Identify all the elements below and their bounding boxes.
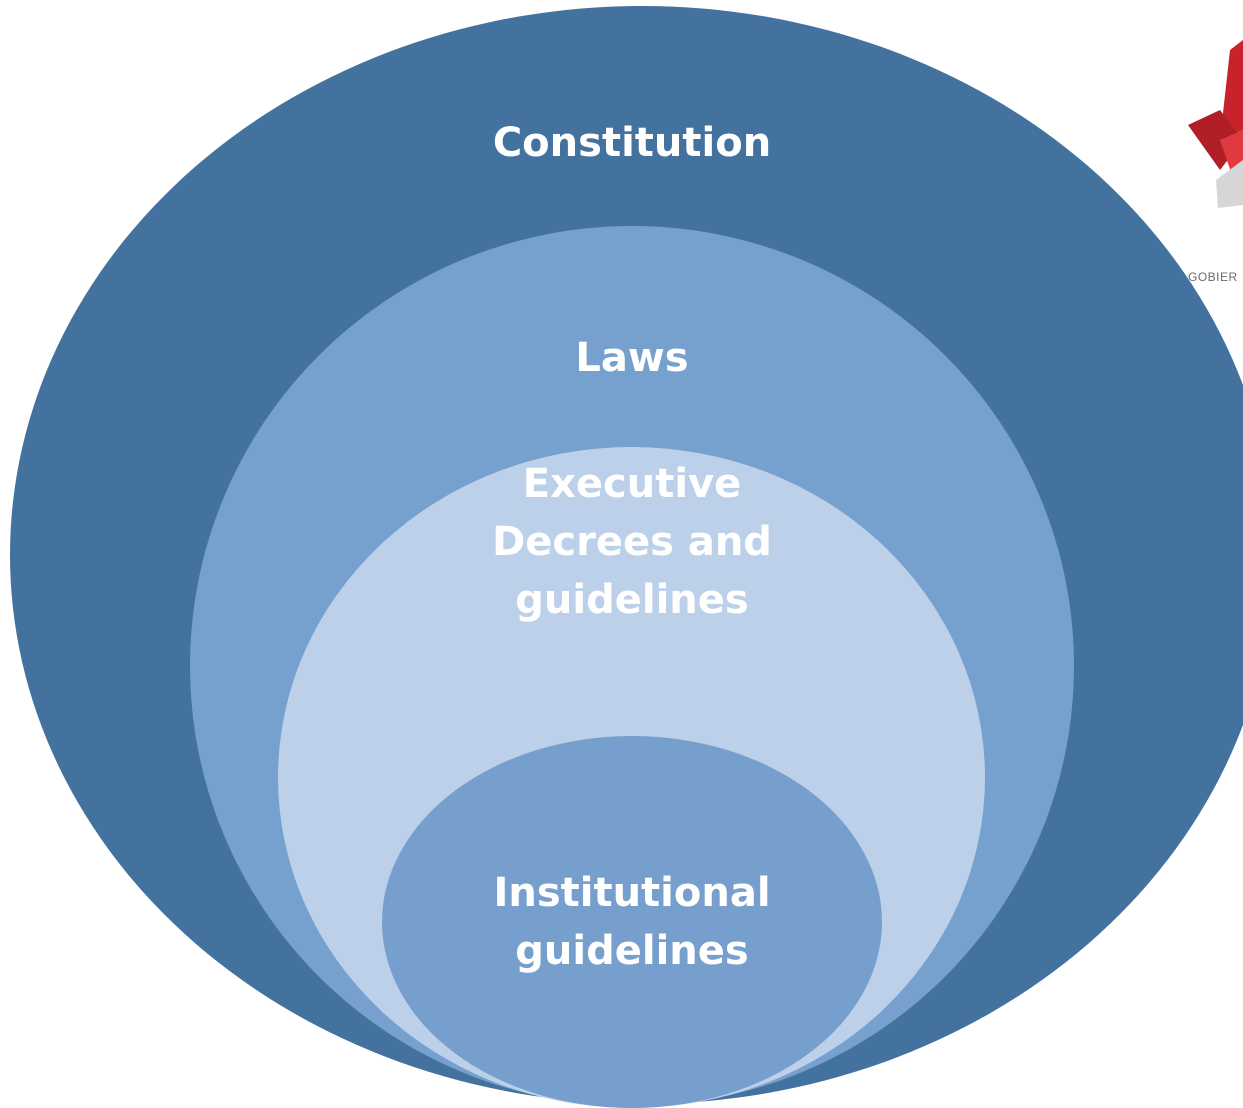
government-star-logo-icon [1188,40,1243,208]
laws-label: Laws [575,335,689,381]
institutional-guidelines-ring [382,736,882,1108]
constitution-label: Constitution [492,120,772,166]
executive-decrees-label: Executive Decrees and guidelines [492,461,772,623]
logo-caption: GOBIER [1188,270,1238,284]
institutional-guidelines-label: Institutional guidelines [493,870,771,974]
